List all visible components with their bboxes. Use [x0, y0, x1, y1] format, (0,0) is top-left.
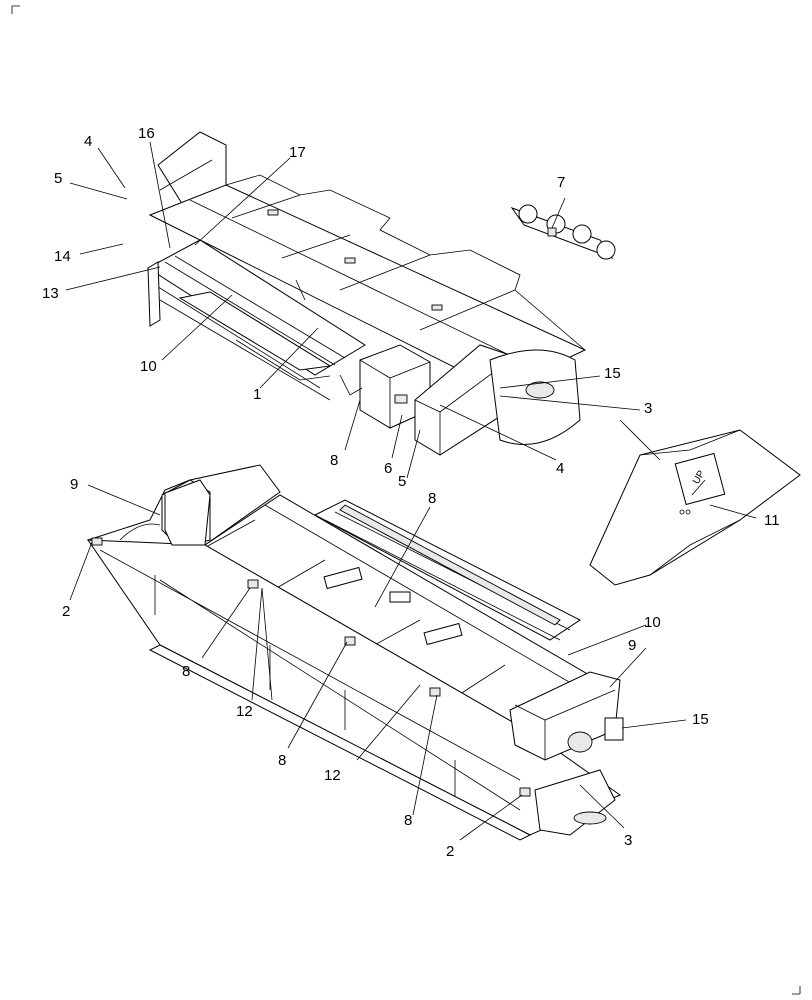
callout-10-upper: 10 — [140, 358, 157, 375]
callout-8-lower-right: 8 — [404, 812, 412, 829]
callout-16: 16 — [138, 125, 155, 142]
callout-15-upper: 15 — [604, 365, 621, 382]
callout-12-right: 12 — [324, 767, 341, 784]
knife-section-assembly — [510, 204, 616, 260]
crop-marks — [11, 5, 801, 995]
callout-2-lower-left: 2 — [62, 603, 70, 620]
callout-1: 1 — [253, 386, 261, 403]
callout-3-upper: 3 — [644, 400, 652, 417]
callout-8-lower-left: 8 — [182, 663, 190, 680]
callout-8-upper: 8 — [330, 452, 338, 469]
callout-12-left: 12 — [236, 703, 253, 720]
callout-3-lower: 3 — [624, 832, 632, 849]
callout-5-upper-left: 5 — [54, 170, 62, 187]
callout-15-lower: 15 — [692, 711, 709, 728]
callout-17: 17 — [289, 144, 306, 161]
upper-assembly — [147, 131, 587, 456]
callout-13: 13 — [42, 285, 59, 302]
callout-8-lower-top: 8 — [428, 490, 436, 507]
callout-6: 6 — [384, 460, 392, 477]
callout-5-upper-right: 5 — [398, 473, 406, 490]
lower-assembly — [86, 464, 624, 841]
callout-numbers: 4 16 17 5 14 13 10 1 7 15 3 8 6 5 4 11 9… — [42, 125, 780, 860]
callout-7: 7 — [557, 174, 565, 191]
callout-4-upper-right: 4 — [556, 460, 564, 477]
callout-2-lower-right: 2 — [446, 843, 454, 860]
callout-11: 11 — [764, 512, 780, 529]
leader-lines — [65, 141, 757, 841]
callout-10-lower: 10 — [644, 614, 661, 631]
callout-4-upper-left: 4 — [84, 133, 92, 150]
callout-9-lower-right: 9 — [628, 637, 636, 654]
callout-9-lower-left: 9 — [70, 476, 78, 493]
callout-8-lower-middle: 8 — [278, 752, 286, 769]
callout-14: 14 — [54, 248, 71, 265]
side-shield: UP — [589, 429, 801, 586]
